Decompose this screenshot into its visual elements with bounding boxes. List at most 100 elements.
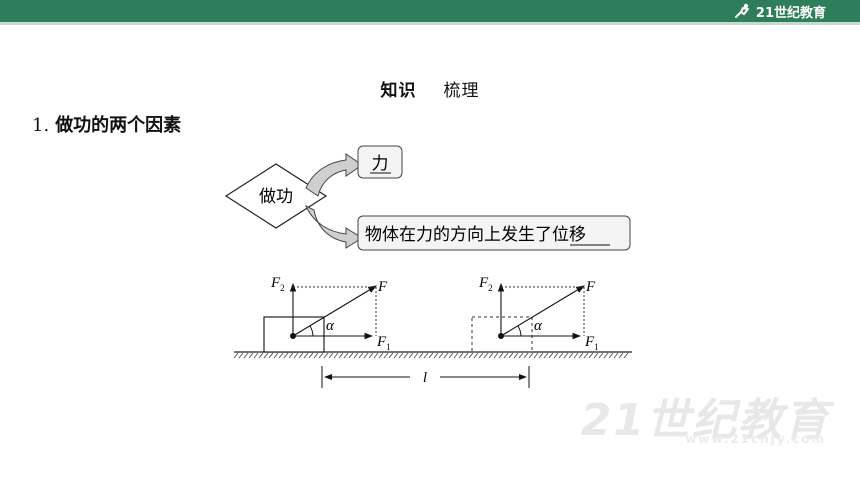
hatch-mark xyxy=(363,352,369,359)
hatch-mark xyxy=(488,352,494,359)
hatch-mark xyxy=(578,352,584,359)
force-set-right: α F F1 F2 xyxy=(478,275,599,352)
force-f-left xyxy=(292,285,377,337)
hatch-mark xyxy=(378,352,384,359)
hatch-mark xyxy=(463,352,469,359)
alpha-label-right: α xyxy=(534,318,543,334)
page-title: 知识 梳理 xyxy=(0,76,860,101)
branch-displacement-underlined: 位移 xyxy=(552,225,586,245)
hatch-mark xyxy=(553,352,559,359)
hatch-mark xyxy=(508,352,514,359)
branch-displacement-text: 物体在力的方向上发生了位移 xyxy=(365,225,586,245)
hatch-mark xyxy=(313,352,319,359)
force-set-left: α F F1 F2 xyxy=(270,275,391,352)
hatch-mark xyxy=(493,352,499,359)
block-right xyxy=(471,316,533,353)
f-label-right: F xyxy=(585,279,596,295)
hatch-mark xyxy=(478,352,484,359)
branch-arrow-up xyxy=(305,153,363,197)
hatch-mark xyxy=(343,352,349,359)
hatch-mark xyxy=(423,352,429,359)
hatch-mark xyxy=(538,352,544,359)
hatch-mark xyxy=(603,352,609,359)
concept-center-diamond xyxy=(224,163,328,229)
f2-label-left: F2 xyxy=(270,275,285,293)
concept-center-label: 做功 xyxy=(259,187,293,207)
brand-logo: 21世纪教育 xyxy=(732,2,826,21)
hatch-mark xyxy=(298,352,304,359)
hatch-mark xyxy=(293,352,299,359)
hatch-mark xyxy=(233,352,239,359)
hatch-mark xyxy=(593,352,599,359)
hatch-mark xyxy=(448,352,454,359)
f2-label-right: F2 xyxy=(478,275,493,293)
angle-arc-right xyxy=(517,325,522,337)
hatch-mark xyxy=(248,352,254,359)
branch-displacement-prefix: 物体在力的方向上发生了 xyxy=(365,225,552,245)
hatch-mark xyxy=(468,352,474,359)
top-banner: 21世纪教育 xyxy=(0,0,860,25)
hatch-mark xyxy=(273,352,279,359)
hatch-mark xyxy=(518,352,524,359)
hatch-mark xyxy=(338,352,344,359)
branch-arrow-down xyxy=(304,204,363,249)
f1-label-left: F1 xyxy=(376,334,391,352)
hatch-mark xyxy=(263,352,269,359)
hatch-mark xyxy=(523,352,529,359)
watermark-sub: www.21cnjy.com xyxy=(685,432,826,446)
hatch-mark xyxy=(473,352,479,359)
hatch-mark xyxy=(568,352,574,359)
hatch-mark xyxy=(563,352,569,359)
hatch-mark xyxy=(433,352,439,359)
hatch-mark xyxy=(333,352,339,359)
hatch-mark xyxy=(533,352,539,359)
hatch-mark xyxy=(558,352,564,359)
hatch-mark xyxy=(413,352,419,359)
hatch-mark xyxy=(418,352,424,359)
hatch-mark xyxy=(383,352,389,359)
f1-label-right: F1 xyxy=(584,334,599,352)
angle-arc-left xyxy=(309,325,314,337)
hatch-mark xyxy=(483,352,489,359)
hatch-mark xyxy=(498,352,504,359)
runner-icon xyxy=(734,3,749,18)
hatch-mark xyxy=(398,352,404,359)
logo-text: 21世纪教育 xyxy=(755,5,826,21)
hatch-mark xyxy=(583,352,589,359)
force-origin-right xyxy=(498,333,504,339)
hatch-mark xyxy=(623,352,629,359)
hatch-mark xyxy=(268,352,274,359)
hatch-mark xyxy=(238,352,244,359)
title-part-2: 梳理 xyxy=(443,81,480,101)
hatch-mark xyxy=(438,352,444,359)
hatch-mark xyxy=(613,352,619,359)
alpha-label-left: α xyxy=(326,318,335,334)
hatch-mark xyxy=(543,352,549,359)
hatch-mark xyxy=(353,352,359,359)
section-heading: 1.做功的两个因素 xyxy=(32,111,181,137)
watermark: 21世纪教育 xyxy=(580,395,830,446)
hatch-mark xyxy=(358,352,364,359)
hatch-mark xyxy=(608,352,614,359)
hatch-mark xyxy=(373,352,379,359)
hatch-mark xyxy=(573,352,579,359)
hatch-mark xyxy=(253,352,259,359)
force-origin-left xyxy=(290,333,296,339)
branch-force-label: 力 xyxy=(372,154,389,174)
hatch-mark xyxy=(258,352,264,359)
hatch-mark xyxy=(318,352,324,359)
hatch-mark xyxy=(303,352,309,359)
hatch-mark xyxy=(288,352,294,359)
hatch-mark xyxy=(323,352,329,359)
hatch-mark xyxy=(598,352,604,359)
hatch-mark xyxy=(503,352,509,359)
hatch-mark xyxy=(528,352,534,359)
hatch-mark xyxy=(278,352,284,359)
section-number: 1. xyxy=(32,115,50,136)
title-part-1: 知识 xyxy=(380,81,417,101)
hatch-mark xyxy=(548,352,554,359)
hatch-mark xyxy=(283,352,289,359)
hatch-mark xyxy=(618,352,624,359)
hatch-mark xyxy=(408,352,414,359)
